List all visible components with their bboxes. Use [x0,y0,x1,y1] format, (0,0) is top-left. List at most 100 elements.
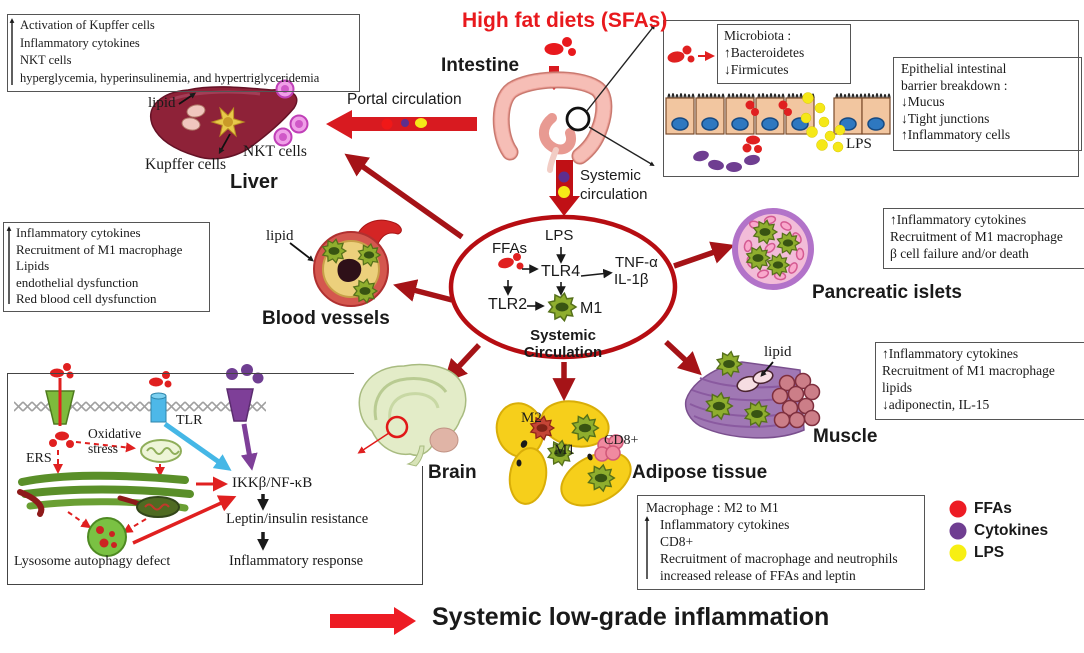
box-line: Inflammatory cytokines [20,35,140,50]
box-line: Microbiota : [724,28,792,43]
adipose-effects-box: Macrophage : M2 to M1 Inflammatory cytok… [637,495,925,590]
liver-illustration [150,79,309,160]
box-line: ↑Inflammatory cytokines [882,346,1019,361]
box-line: Recruitment of M1 macrophage [882,363,1055,378]
box-line: Recruitment of M1 macrophage [890,229,1063,244]
box-line: CD8+ [660,534,694,549]
box-line: hyperglycemia, hyperinsulinemia, and hyp… [20,70,320,85]
ers-label: ERS [26,451,52,466]
box-line: ↑Bacteroidetes [724,45,805,60]
tlr-label: TLR [176,413,203,428]
gut-barrier-box [663,20,1079,177]
pancreas-effects-box: ↑Inflammatory cytokines Recruitment of M… [883,208,1084,269]
muscle-effects-box: ↑Inflammatory cytokines Recruitment of M… [875,342,1084,420]
ffa-leak-dots [742,100,792,153]
legend-dots [949,500,967,562]
box-line: Recruitment of M1 macrophage [16,241,183,257]
gut-lps-label: LPS [846,136,872,152]
portal-arrow [326,110,477,139]
hub-m1-label: M1 [580,300,603,317]
hypothalamus-circle [385,415,409,439]
page-title: High fat diets (SFAs) [462,9,668,32]
vessel-lipid-label: lipid [266,228,294,244]
lysosome-illustration [87,517,127,557]
legend-lps-label: LPS [974,544,1005,561]
hub-caption: Systemic Circulation [523,327,603,361]
box-line: ↓Tight junctions [901,110,990,126]
receptor-purple [226,388,254,422]
adipose-illustration [495,400,632,507]
magnifier-circle [565,106,591,132]
box-line: ↓adiponectin, IL-15 [882,397,990,412]
muscle-lipid-label: lipid [764,344,792,360]
kupffer-cells-label: Kupffer cells [145,156,227,173]
box-line: ↓Mucus [901,94,945,109]
hub-ffas-label: FFAs [492,240,528,257]
adipose-m2-label: M2 [521,410,542,426]
liver-lipid-label: lipid [148,95,176,111]
hub-tnf-label: TNF-α [615,254,658,271]
box-line: Epithelial intestinal [901,61,1007,76]
blood-vessels-label: Blood vessels [262,308,390,329]
box-line: NKT cells [20,53,72,67]
tlr-signal-arrow [163,421,232,471]
lps-dots [800,92,846,153]
muscle-illustration [684,352,821,439]
box-line: Recruitment of macrophage and neutrophil… [660,551,898,566]
nkt-cells-label: NKT cells [243,143,307,160]
box-spanning-arrows [6,18,650,579]
box-line: β cell failure and/or death [890,246,1029,261]
muscle-label: Muscle [813,426,878,447]
box-line: endothelial dysfunction [16,274,139,290]
banner-text: Systemic low-grade inflammation [432,603,830,631]
ikk-nfkb-label: IKKβ/NF-κB [232,475,313,491]
box-line: Lipids [16,258,50,273]
mitochondria [140,439,182,463]
vessel-effects-box: Inflammatory cytokines Recruitment of M1… [3,222,210,312]
portal-circulation-label: Portal circulation [347,91,462,108]
hub-contents [498,247,613,321]
hub-ellipse [448,214,678,360]
systemic-circulation-arrow [549,160,580,216]
brain-inset-arrow [357,432,390,454]
liver-effects-box: Activation of Kupffer cells Inflammatory… [7,14,360,92]
adipose-cd8-label: CD8+ [604,433,639,448]
radiating-arrows [344,153,735,402]
ffa-dots [667,45,695,63]
box-line: ↓Firmicutes [724,62,789,77]
systemic-circulation-label: Systemic circulation [580,167,648,203]
pancreatic-islet-illustration [732,208,814,290]
cytokine-signal-arrow [240,423,258,471]
signaling-pathway-illustration [14,363,269,557]
box-line: Macrophage : M2 to M1 [646,500,779,515]
adipose-m1-label: M1 [554,442,575,458]
box-line: ↑Inflammatory cytokines [890,212,1027,227]
banner-arrow [330,607,416,635]
legend-cytokines-label: Cytokines [974,522,1049,539]
legend-ffas-label: FFAs [974,500,1012,517]
mitochondria-dark [136,496,180,518]
m2-macrophage-cell [530,415,555,441]
liver-label: Liver [230,171,278,193]
leptin-resistance-label: Leptin/insulin resistance [226,511,369,527]
lysosome-label: Lysosome autophagy defect [14,554,171,569]
signaling-box [7,373,423,585]
hub-lps-label: LPS [545,227,574,244]
box-line: Activation of Kupffer cells [20,18,155,32]
hub-tlr2-label: TLR2 [488,296,528,313]
pancreatic-islets-label: Pancreatic islets [812,282,962,303]
epithelial-box: Epithelial intestinal barrier breakdown … [893,57,1082,151]
box-line: Inflammatory cytokines [16,225,141,240]
microbiota-box: Microbiota : ↑Bacteroidetes ↓Firmicutes [717,24,851,84]
box-line: Red blood cell dysfunction [16,291,157,306]
oxidative-stress-label: Oxidative stress [88,426,142,456]
box-line: Inflammatory cytokines [660,517,790,532]
box-line: increased release of FFAs and leptin [660,568,856,583]
brain-label: Brain [428,462,477,483]
inflammatory-response-label: Inflammatory response [229,553,364,569]
intestine-label: Intestine [441,55,520,76]
adipose-tissue-label: Adipose tissue [632,462,768,483]
hub-il1b-label: IL-1β [614,271,649,288]
